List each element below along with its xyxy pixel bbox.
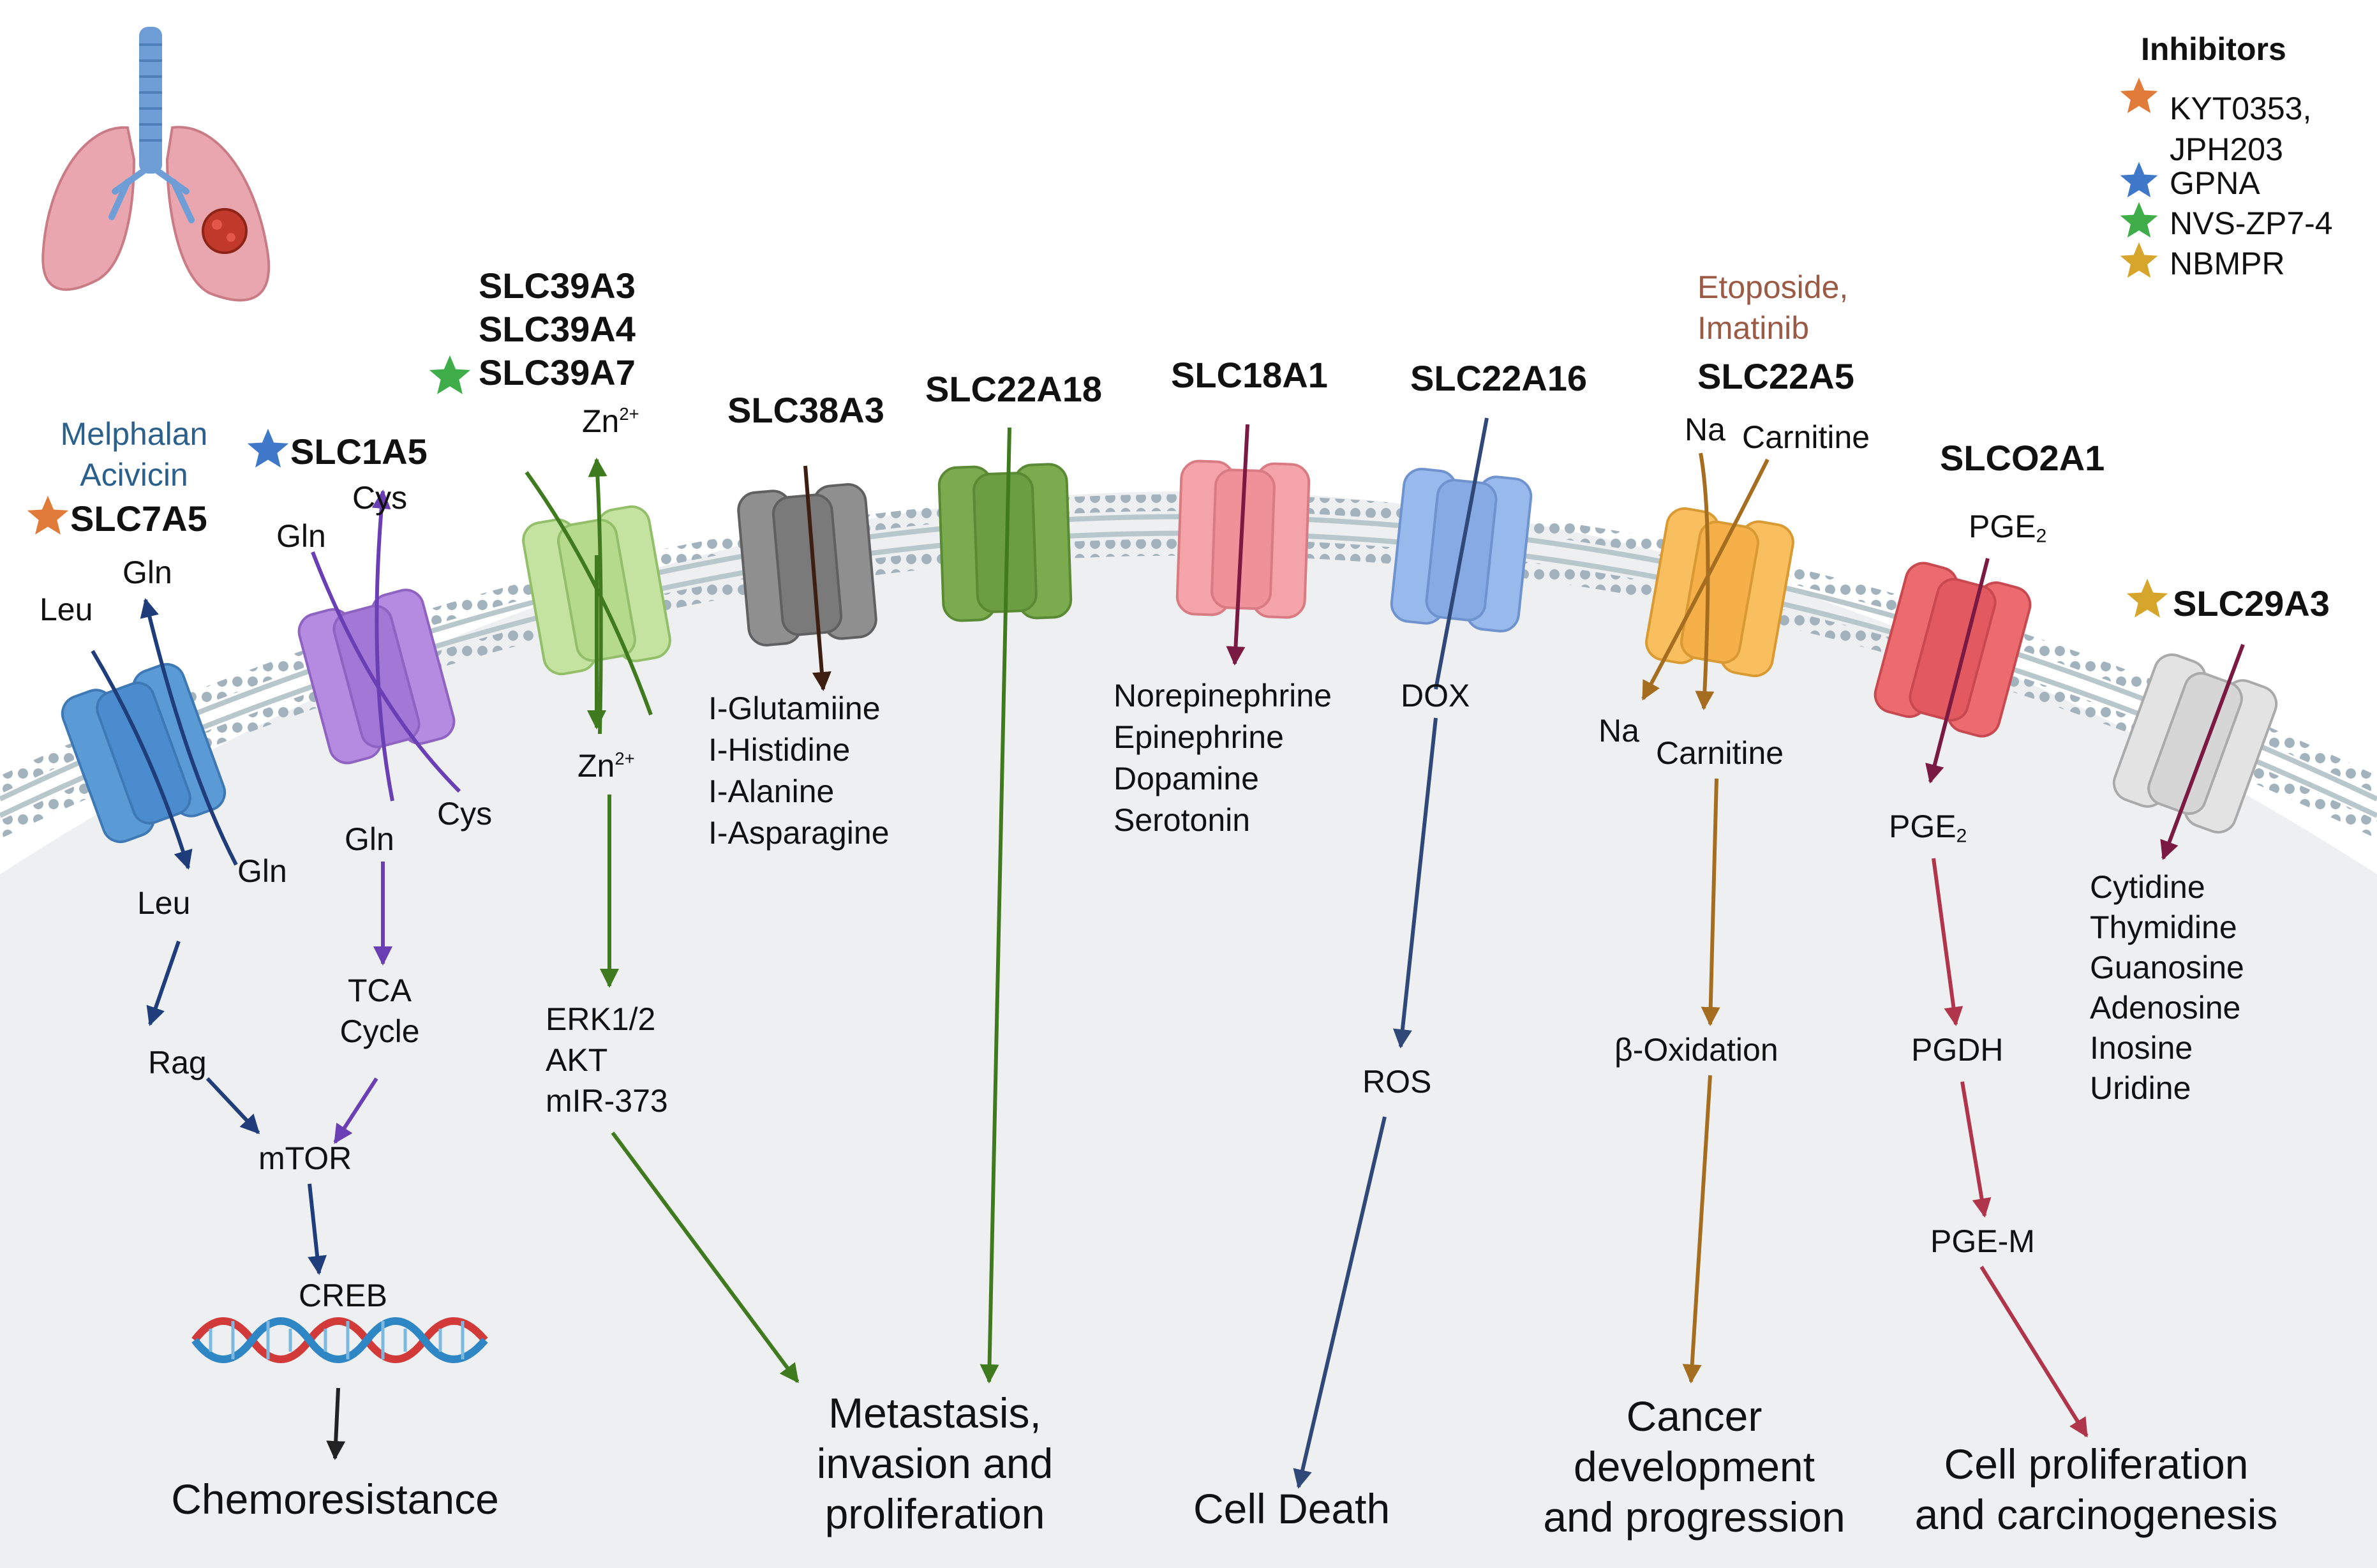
slc18a1-name: SLC18A1 [1171,355,1328,395]
slc29a3-substrate-3: Guanosine [2090,950,2244,985]
outcome-metastasis: Metastasis, invasion and proliferation [816,1389,1054,1538]
slco2a1-pge-m: PGE-M [1930,1223,2035,1259]
legend-item-blue: GPNA [2170,165,2260,201]
slc18a1-substrate-2: Epinephrine [1114,719,1284,755]
slc7a5-drugs: Melphalan Acivicin [60,416,208,493]
slc22a16-name: SLC22A16 [1410,358,1588,398]
arrows-slc7a5 [91,598,327,1275]
slc22a5-na-in: Na [1598,713,1639,749]
slc39a3-name: SLC39A3 [479,265,636,306]
slc38a3-substrate-3: I-Alanine [708,773,835,809]
slc39a4-name: SLC39A4 [479,309,636,349]
slc39a7-name: SLC39A7 [479,352,636,392]
slc7a5-leu-out: Leu [40,592,93,627]
slc39-zn-in: Zn2+ [577,748,635,784]
slc7a5-rag: Rag [148,1045,207,1080]
slc7a5-name: SLC7A5 [70,498,207,539]
legend-title: Inhibitors [2141,31,2286,67]
slc7a5-gln-in: Gln [237,853,287,889]
slco2a1-pgdh: PGDH [1911,1032,2004,1068]
transporter-slco2a1 [1874,562,2032,738]
cytoplasm [0,491,2377,1568]
slc38a3-substrate-1: I-Glutamiine [708,691,881,726]
outcome-cancer-development: Cancer development and progression [1543,1393,1845,1541]
slc38a3-name: SLC38A3 [727,390,884,430]
slc7a5-mtor: mTOR [258,1140,352,1176]
slc29a3-substrate-4: Adenosine [2090,990,2241,1026]
slc7a5-creb: CREB [299,1278,387,1313]
arrows-slc1a5 [311,489,461,1144]
slc1a5-cys-out: Cys [352,480,408,516]
slc29a3-substrate-6: Uridine [2090,1070,2191,1106]
legend-item-green: NVS-ZP7-4 [2170,205,2333,241]
slc22a16-dox: DOX [1401,678,1470,713]
arrows-slco2a1 [1925,558,2089,1438]
slco2a1-pge-in: PGE2 [1889,809,1967,847]
slc7a5-gln-out: Gln [123,555,172,590]
slc18a1-substrate-4: Serotonin [1114,802,1251,838]
slc22a5-name: SLC22A5 [1697,356,1854,396]
arrow-slc38a3 [803,465,831,691]
arrows-slc22a5 [1641,452,1770,1384]
transporter-slc22a18 [937,463,1073,622]
slco2a1-name: SLCO2A1 [1940,438,2105,478]
arrows-slc22a16 [1293,417,1489,1489]
legend-item-gold: NBMPR [2170,246,2285,281]
slc22a5-na-out: Na [1685,412,1725,447]
lung-icon [41,27,271,302]
slc1a5-cys-in: Cys [437,796,493,832]
arrow-slc22a18 [980,427,1011,1384]
slc22a5-carnitine-in: Carnitine [1656,735,1784,771]
slc38a3-substrate-4: I-Asparagine [708,815,890,851]
slc29a3-substrate-2: Thymidine [2090,909,2237,945]
outcome-cell-death: Cell Death [1193,1485,1390,1532]
slc29a3-substrate-5: Inosine [2090,1030,2193,1066]
slc22a5-drugs: Etoposide, Imatinib [1697,269,1849,346]
transporter-slc22a5 [1645,507,1794,678]
slc1a5-name: SLC1A5 [290,431,428,472]
transporter-slc38a3 [737,483,877,646]
slc29a3-name: SLC29A3 [2173,583,2330,623]
slc22a16-ros: ROS [1362,1064,1432,1100]
slc29a3-substrate-1: Cytidine [2090,869,2205,905]
dna-helix-icon [191,1317,488,1363]
slc1a5-tca-cycle: TCA Cycle [339,973,420,1049]
slc7a5-leu-in: Leu [137,885,191,921]
slc18a1-substrate-3: Dopamine [1114,761,1259,796]
slco2a1-pge-out: PGE2 [1969,509,2047,547]
arrow-slc18a1 [1226,424,1249,666]
slc39-zn-out: Zn2+ [582,403,639,439]
slc38a3-substrate-2: I-Histidine [708,732,851,768]
slc22a5-carnitine-out: Carnitine [1742,419,1870,455]
outcome-chemoresistance: Chemoresistance [171,1475,499,1523]
arrow-slc29a3 [2160,643,2245,860]
slc22a5-beta-oxidation: β-Oxidation [1614,1032,1778,1068]
arrows-slc39 [525,458,800,1384]
slc39-signaling: ERK1/2 AKT mIR-373 [546,1001,668,1119]
slc1a5-gln-in: Gln [345,821,394,857]
slc18a1-substrate-1: Norepinephrine [1114,678,1332,713]
legend-item-orange: KYT0353, JPH203 [2170,91,2312,167]
slc1a5-gln-out: Gln [276,518,326,554]
slc22a18-name: SLC22A18 [925,369,1103,409]
outcome-cell-proliferation: Cell proliferation and carcinogenesis [1914,1440,2278,1539]
